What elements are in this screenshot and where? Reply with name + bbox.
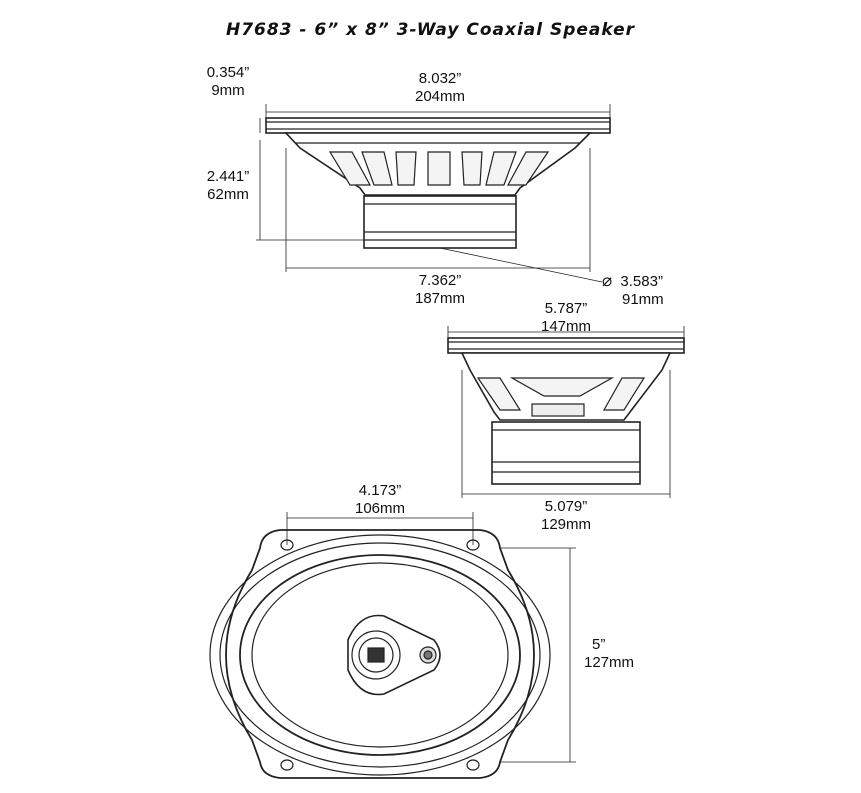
overall-width-short-label: 5.787” 147mm [526,300,606,336]
hole-spacing-mm: 106mm [354,500,406,517]
magnet-diameter-in: 3.583” [620,273,663,290]
hole-spacing-in: 4.173” [358,482,402,499]
cutout-width-long-label: 7.362” 187mm [398,272,482,308]
diameter-icon: ⌀ [602,271,613,290]
cutout-width-short-mm: 129mm [540,516,592,533]
overall-width-long-in: 8.032” [418,70,462,87]
front-height-label: 5” 127mm [584,636,634,672]
cutout-width-short-in: 5.079” [544,498,588,515]
cutout-width-long-mm: 187mm [414,290,466,307]
magnet-diameter-mm: 91mm [622,291,664,308]
overall-width-short-in: 5.787” [544,300,588,317]
overall-width-long-mm: 204mm [414,88,466,105]
magnet-diameter-label: ⌀ 3.583” 91mm [602,272,664,309]
overall-width-short-mm: 147mm [540,318,592,335]
mounting-depth-in: 2.441” [206,168,250,185]
mounting-depth-mm: 62mm [207,186,249,203]
flange-thickness-in: 0.354” [206,64,250,81]
side-view-short-drawing [447,326,685,498]
flange-thickness-label: 0.354” 9mm [200,64,256,100]
flange-thickness-mm: 9mm [211,82,245,99]
page-title: H7683 - 6” x 8” 3-Way Coaxial Speaker [225,20,636,40]
hole-spacing-label: 4.173” 106mm [340,482,420,518]
front-height-in: 5” [592,636,606,653]
side-view-long-drawing [256,104,611,283]
cutout-width-short-label: 5.079” 129mm [526,498,606,534]
overall-width-long-label: 8.032” 204mm [398,70,482,106]
mounting-depth-label: 2.441” 62mm [200,168,256,204]
front-height-mm: 127mm [584,654,635,671]
cutout-width-long-in: 7.362” [418,272,462,289]
front-view-drawing [209,512,576,779]
